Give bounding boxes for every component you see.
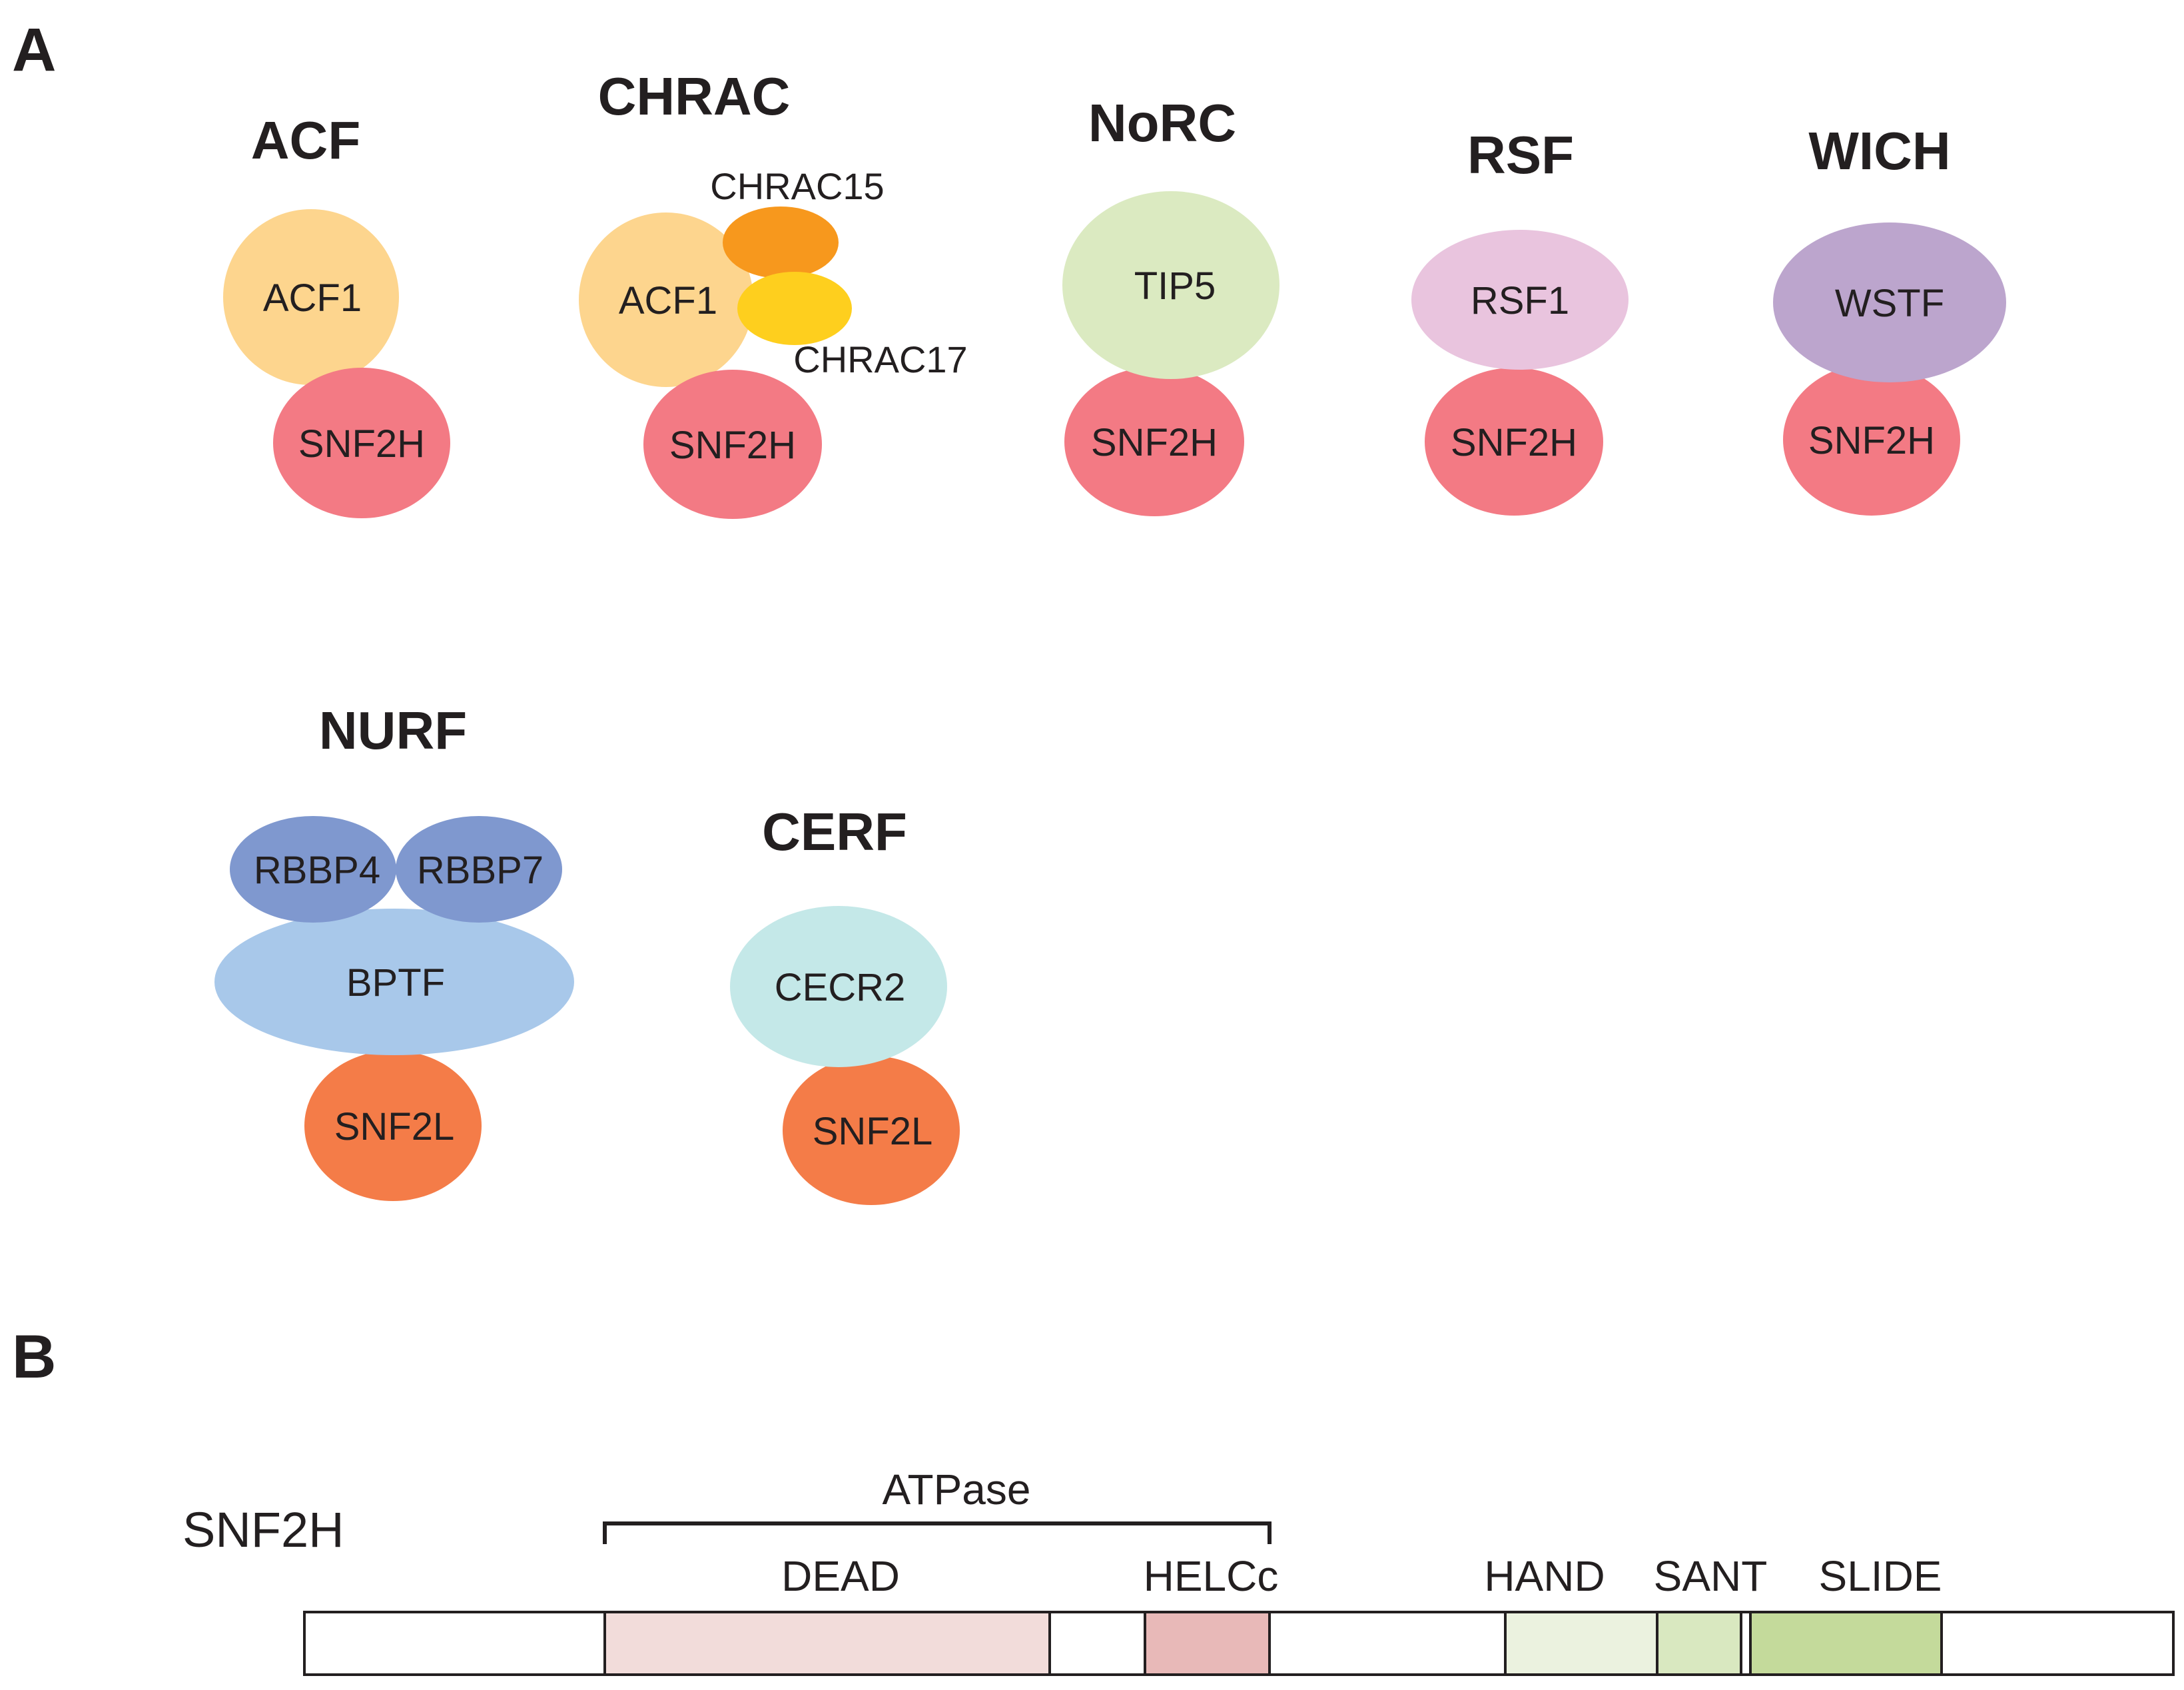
subunit-acf1-shape	[579, 212, 753, 387]
panel-label-b: B	[12, 1323, 56, 1391]
domain-helcc-region	[1145, 1612, 1270, 1675]
domain-dividers	[603, 1612, 1943, 1675]
domain-dead-region	[605, 1612, 1050, 1675]
subunit-snf2h-shape	[1064, 367, 1244, 516]
subunit-label-snf2l: SNF2L	[334, 1105, 455, 1148]
subunit-chrac15-shape	[723, 207, 839, 278]
protein-domain-map: SNF2H ATPase DEAD HELCc HAND SANT SLIDE	[182, 1466, 2175, 1676]
subunit-wstf-shape	[1773, 222, 2006, 382]
complex-title-rsf: RSF	[1467, 125, 1574, 185]
subunit-cecr2-shape	[730, 906, 947, 1067]
subunit-label-tip5: TIP5	[1134, 264, 1216, 308]
subunit-snf2l-shape	[304, 1051, 482, 1201]
complex-title-norc: NoRC	[1088, 93, 1236, 153]
domain-hand-region	[1505, 1612, 1657, 1675]
subunit-label-acf1: ACF1	[619, 279, 717, 322]
complex-norc: NoRC TIP5 SNF2H	[1062, 93, 1279, 516]
subunit-label-rbbp4: RBBP4	[254, 849, 380, 892]
complex-chrac: CHRAC ACF1 SNF2H CHRAC15 CHRAC17	[579, 67, 968, 519]
domain-label-helcc: HELCc	[1144, 1552, 1279, 1600]
complex-title-nurf: NURF	[319, 701, 467, 760]
subunit-rbbp4-shape	[230, 816, 396, 923]
subunit-label-cecr2: CECR2	[775, 966, 906, 1009]
protein-name: SNF2H	[182, 1502, 344, 1557]
subunit-label-wstf: WSTF	[1835, 282, 1944, 325]
subunit-snf2h-shape	[1425, 368, 1603, 516]
subunit-rbbp7-shape	[396, 816, 562, 923]
subunit-label-chrac17: CHRAC17	[793, 338, 967, 380]
subunit-label-snf2h: SNF2H	[1808, 419, 1935, 462]
subunit-snf2h-shape	[1783, 364, 1960, 516]
domain-label-dead: DEAD	[781, 1552, 900, 1600]
complex-cerf: CERF CECR2 SNF2L	[730, 802, 960, 1205]
atpase-label: ATPase	[883, 1466, 1031, 1513]
subunit-label-acf1: ACF1	[263, 276, 362, 320]
complex-title-chrac: CHRAC	[598, 67, 791, 126]
domain-sant-region	[1657, 1612, 1741, 1675]
panel-label-a: A	[12, 16, 56, 84]
complex-title-acf: ACF	[251, 111, 360, 170]
subunit-label-snf2h: SNF2H	[1091, 421, 1218, 464]
subunit-rsf1-shape	[1411, 230, 1629, 370]
subunit-label-bptf: BPTF	[346, 961, 445, 1005]
subunit-acf1-shape	[223, 209, 399, 385]
subunit-label-rbbp7: RBBP7	[417, 849, 544, 892]
complex-wich: WICH WSTF SNF2H	[1773, 121, 2006, 516]
subunit-snf2h-shape	[643, 370, 822, 519]
subunit-snf2h-shape	[273, 368, 450, 518]
subunit-chrac17-shape	[737, 272, 852, 345]
subunit-label-rsf1: RSF1	[1471, 279, 1569, 322]
complex-nurf: NURF RBBP4 RBBP7 BPTF SNF2L	[214, 701, 574, 1201]
complex-rsf: RSF RSF1 SNF2H	[1411, 125, 1629, 516]
complex-title-cerf: CERF	[762, 802, 907, 861]
protein-bar	[303, 1611, 2175, 1676]
subunit-tip5-shape	[1062, 191, 1279, 379]
subunit-bptf-shape	[214, 909, 574, 1055]
subunit-label-snf2h: SNF2H	[1451, 421, 1577, 464]
subunit-label-snf2h: SNF2H	[669, 424, 796, 467]
complex-title-wich: WICH	[1808, 121, 1950, 181]
subunit-label-snf2h: SNF2H	[298, 422, 425, 466]
subunit-snf2l-shape	[783, 1056, 960, 1205]
domain-label-slide: SLIDE	[1819, 1552, 1942, 1600]
domain-label-sant: SANT	[1654, 1552, 1768, 1600]
subunit-label-snf2l: SNF2L	[813, 1110, 933, 1153]
atpase-bracket	[603, 1521, 1272, 1544]
subunit-label-chrac15: CHRAC15	[710, 165, 884, 207]
complex-acf: ACF ACF1 SNF2H	[223, 111, 450, 518]
domain-slide-region	[1750, 1612, 1942, 1675]
domain-label-hand: HAND	[1484, 1552, 1605, 1600]
